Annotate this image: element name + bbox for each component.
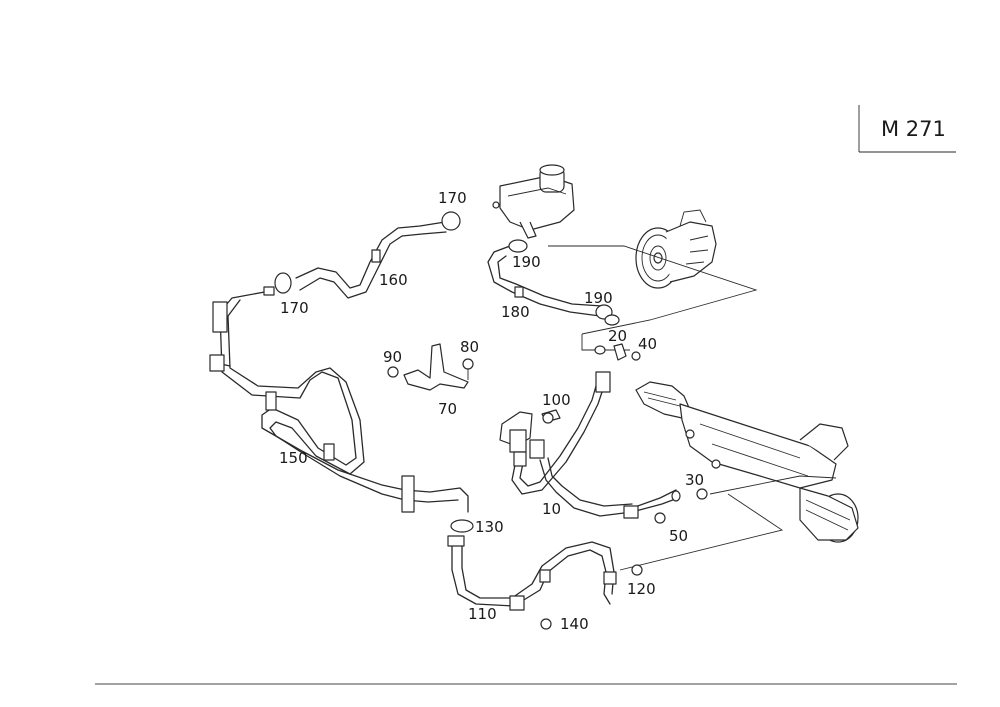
callout-120: 120 bbox=[627, 580, 656, 598]
bolt-140-part bbox=[540, 618, 552, 630]
callout-90: 90 bbox=[383, 348, 402, 366]
power-steering-pump bbox=[635, 209, 717, 289]
engine-code-box: M 271 bbox=[858, 105, 956, 153]
washer-30b-part bbox=[696, 488, 708, 500]
leader-frame-pump bbox=[548, 245, 758, 351]
return-hose-110 bbox=[447, 535, 617, 611]
callout-70: 70 bbox=[438, 400, 457, 418]
callout-110: 110 bbox=[468, 605, 497, 623]
callout-160: 160 bbox=[379, 271, 408, 289]
bolt-40-part bbox=[631, 351, 641, 361]
seal-ring-20-part bbox=[594, 345, 606, 355]
callout-170-left: 170 bbox=[280, 299, 309, 317]
clamp-190b-part bbox=[604, 314, 620, 326]
fluid-reservoir bbox=[492, 164, 575, 239]
fasteners bbox=[450, 314, 708, 630]
hose-160 bbox=[274, 211, 461, 299]
seal-ring-120-part bbox=[631, 564, 643, 576]
steering-rack bbox=[635, 381, 859, 543]
callout-40: 40 bbox=[638, 335, 657, 353]
callout-30: 30 bbox=[685, 471, 704, 489]
engine-code: M 271 bbox=[881, 117, 946, 141]
washer-30a-part bbox=[671, 490, 681, 502]
pressure-hose-10 bbox=[511, 371, 679, 519]
callout-150: 150 bbox=[279, 449, 308, 467]
return-line-cooler-150 bbox=[209, 286, 469, 513]
callout-190-right: 190 bbox=[584, 289, 613, 307]
callout-170-top: 170 bbox=[438, 189, 467, 207]
callout-180: 180 bbox=[501, 303, 530, 321]
callout-80: 80 bbox=[460, 338, 479, 356]
callout-130: 130 bbox=[475, 518, 504, 536]
callout-140: 140 bbox=[560, 615, 589, 633]
callout-190-top: 190 bbox=[512, 253, 541, 271]
bolt-50-part bbox=[654, 512, 666, 524]
callout-labels: 170 160 170 190 190 180 20 40 90 80 70 1… bbox=[279, 189, 704, 633]
callout-100: 100 bbox=[542, 391, 571, 409]
callout-20: 20 bbox=[608, 327, 627, 345]
clamp-130-part bbox=[450, 519, 474, 533]
bolt-100-part bbox=[542, 412, 554, 424]
banjo-fitting-part bbox=[613, 343, 627, 361]
callout-10: 10 bbox=[542, 500, 561, 518]
leader-frame-rack bbox=[619, 475, 837, 571]
callout-50: 50 bbox=[669, 527, 688, 545]
bracket-70 bbox=[387, 343, 474, 391]
